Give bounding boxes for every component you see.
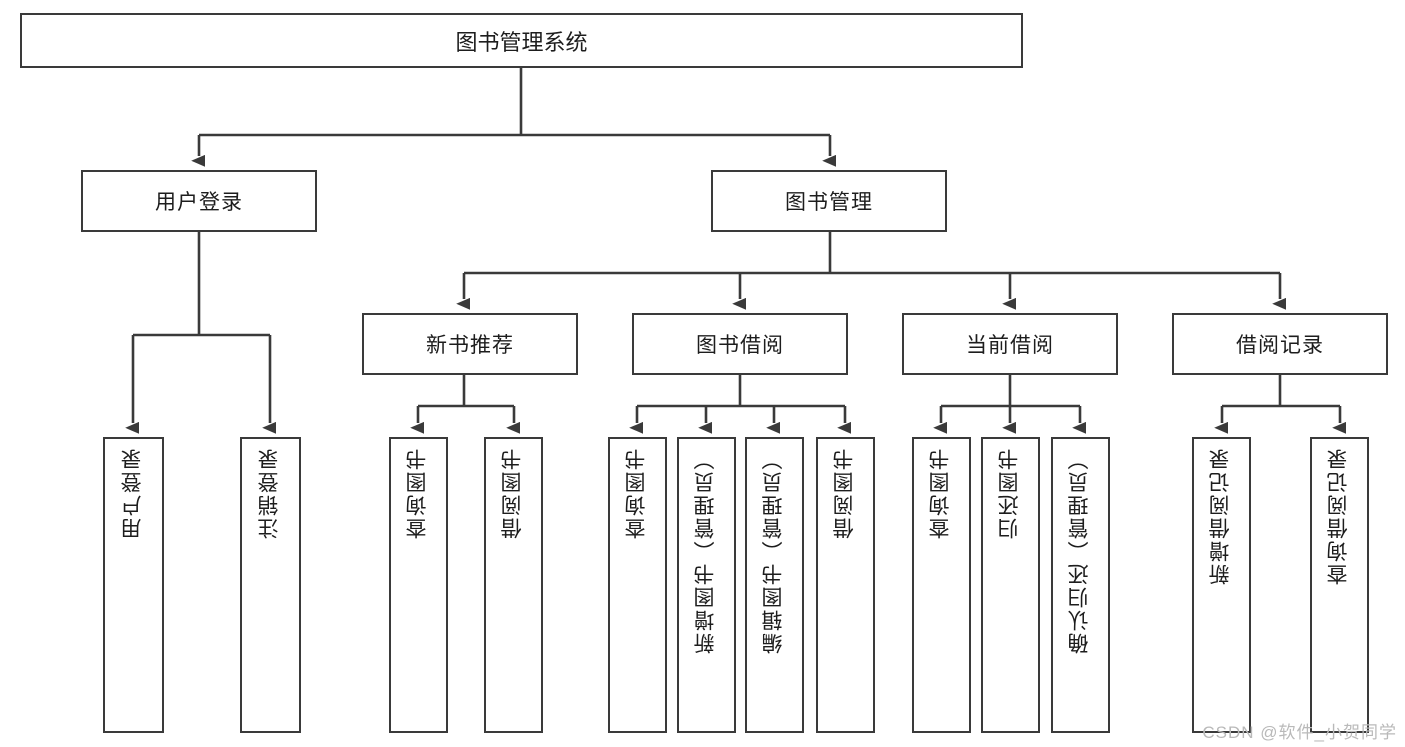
leaf-confirm-return-admin[interactable]: 确认归还（管理员） xyxy=(1051,437,1110,733)
leaf-query-borrow-record-wrap: 查询借阅记录 xyxy=(1312,447,1367,723)
leaf-borrow-book-1-label: 借阅图书 xyxy=(501,447,525,539)
leaf-return-book-label: 归还图书 xyxy=(998,447,1022,539)
leaf-add-book-admin-wrap: 新增图书（管理员） xyxy=(679,447,734,723)
leaf-query-book-2[interactable]: 查询图书 xyxy=(608,437,667,733)
leaf-add-borrow-record[interactable]: 新增借阅记录 xyxy=(1192,437,1251,733)
watermark: CSDN @软件_小贺同学 xyxy=(1202,723,1397,742)
leaf-return-book-wrap: 归还图书 xyxy=(983,447,1038,723)
leaf-add-borrow-record-label: 新增借阅记录 xyxy=(1209,447,1233,585)
leaf-user-login-wrap: 用户登录 xyxy=(105,447,162,723)
node-new-book-recommend[interactable]: 新书推荐 xyxy=(362,313,578,375)
node-book-borrow-label: 图书借阅 xyxy=(696,334,784,357)
leaf-borrow-book-1[interactable]: 借阅图书 xyxy=(484,437,543,733)
node-user-login-label: 用户登录 xyxy=(155,191,243,214)
leaf-confirm-return-admin-label: 确认归还（管理员） xyxy=(1068,447,1092,654)
leaf-query-book-3[interactable]: 查询图书 xyxy=(912,437,971,733)
node-book-management-label: 图书管理 xyxy=(785,191,873,214)
leaf-add-book-admin[interactable]: 新增图书（管理员） xyxy=(677,437,736,733)
leaf-confirm-return-admin-wrap: 确认归还（管理员） xyxy=(1053,447,1108,723)
node-current-borrow[interactable]: 当前借阅 xyxy=(902,313,1118,375)
leaf-query-book-1[interactable]: 查询图书 xyxy=(389,437,448,733)
leaf-edit-book-admin[interactable]: 编辑图书（管理员） xyxy=(745,437,804,733)
leaf-logout[interactable]: 注销登录 xyxy=(240,437,301,733)
leaf-borrow-book-2[interactable]: 借阅图书 xyxy=(816,437,875,733)
node-new-book-recommend-label: 新书推荐 xyxy=(426,334,514,357)
leaf-query-book-3-wrap: 查询图书 xyxy=(914,447,969,723)
leaf-query-book-2-label: 查询图书 xyxy=(625,447,649,539)
leaf-query-book-1-label: 查询图书 xyxy=(406,447,430,539)
leaf-query-borrow-record[interactable]: 查询借阅记录 xyxy=(1310,437,1369,733)
leaf-return-book[interactable]: 归还图书 xyxy=(981,437,1040,733)
leaf-query-borrow-record-label: 查询借阅记录 xyxy=(1327,447,1351,585)
leaf-logout-wrap: 注销登录 xyxy=(242,447,299,723)
leaf-borrow-book-1-wrap: 借阅图书 xyxy=(486,447,541,723)
node-user-login[interactable]: 用户登录 xyxy=(81,170,317,232)
node-root[interactable]: 图书管理系统 xyxy=(20,13,1023,68)
leaf-edit-book-admin-label: 编辑图书（管理员） xyxy=(762,447,786,654)
node-borrow-records-label: 借阅记录 xyxy=(1236,334,1324,357)
leaf-query-book-1-wrap: 查询图书 xyxy=(391,447,446,723)
leaf-borrow-book-2-wrap: 借阅图书 xyxy=(818,447,873,723)
node-root-label: 图书管理系统 xyxy=(455,29,588,55)
leaf-add-borrow-record-wrap: 新增借阅记录 xyxy=(1194,447,1249,723)
leaf-logout-label: 注销登录 xyxy=(258,447,282,539)
leaf-borrow-book-2-label: 借阅图书 xyxy=(833,447,857,539)
node-current-borrow-label: 当前借阅 xyxy=(966,334,1054,357)
node-book-borrow[interactable]: 图书借阅 xyxy=(632,313,848,375)
node-book-management[interactable]: 图书管理 xyxy=(711,170,947,232)
leaf-user-login[interactable]: 用户登录 xyxy=(103,437,164,733)
leaf-user-login-label: 用户登录 xyxy=(121,447,145,539)
leaf-edit-book-admin-wrap: 编辑图书（管理员） xyxy=(747,447,802,723)
leaf-query-book-3-label: 查询图书 xyxy=(929,447,953,539)
leaf-query-book-2-wrap: 查询图书 xyxy=(610,447,665,723)
leaf-add-book-admin-label: 新增图书（管理员） xyxy=(694,447,718,654)
node-borrow-records[interactable]: 借阅记录 xyxy=(1172,313,1388,375)
